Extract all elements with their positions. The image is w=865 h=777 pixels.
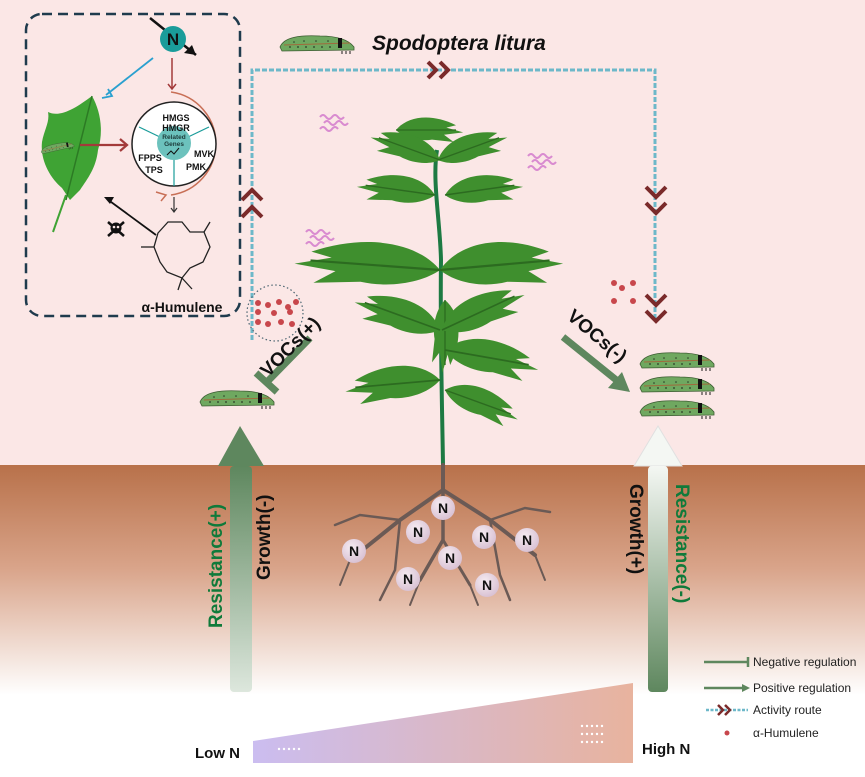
humulene-structure [141,221,211,291]
left-trend-arrow [218,426,264,692]
gene-fpps: FPPS [138,153,162,163]
nitrogen-nutrient: N [472,525,496,549]
high-dots [580,724,604,744]
legend-item-route: Activity route [706,703,822,717]
gene-tps: TPS [145,165,163,175]
voc-negative-regulation [253,335,313,395]
humulene-dot-icon [724,730,730,736]
nutrient-symbol: N [403,571,413,587]
skull-crossbones-icon [107,221,125,237]
nutrient-circle [406,520,430,544]
upregulation-trend-icon [166,147,180,156]
nutrient-symbol: N [482,577,492,593]
nutrient-circle [475,573,499,597]
legend-label: Negative regulation [753,655,856,669]
growth-minus-label: Growth(-) [254,495,275,580]
humulene-label: α-Humulene [142,299,223,315]
nutrient-circle [431,496,455,520]
nitrogen-symbol: N [167,30,179,49]
gene-hmgr: HMGR [162,123,190,133]
nutrient-symbol: N [445,550,455,566]
core-label-line2: Genes [164,141,184,148]
nutrient-symbol: N [438,500,448,516]
legend-item-positive: Positive regulation [704,681,851,695]
nitrogen-circle [160,26,186,52]
species-title: Spodoptera litura [372,32,546,55]
core-label-line1: Related [162,134,186,141]
arrowhead-icon [119,138,129,152]
arrowhead-icon [170,207,178,213]
nitrogen-nutrient: N [515,528,539,552]
gradient-wedge [253,683,633,763]
humulene-cluster-low [611,280,636,304]
gene-mvk: MVK [194,149,215,159]
high-n-label: High N [642,741,690,758]
nutrient-circle [472,525,496,549]
arrowhead-icon [167,83,177,91]
legend-label: Activity route [753,703,822,717]
sky-background [0,0,865,465]
route-chevron-right-icon [426,60,451,80]
gene-pmk: PMK [186,162,207,172]
nitrogen-to-leaf-arrow [105,57,154,96]
legend: Negative regulation Positive regulation … [704,655,856,740]
arrowhead-icon [184,45,196,55]
damaged-leaf-icon [40,95,101,233]
low-dots [277,747,301,751]
arrowhead-icon [104,197,114,204]
nutrient-symbol: N [413,524,423,540]
nitrogen-nutrient: N [431,496,455,520]
nitrogen-nutrient: N [406,520,430,544]
nutrient-circle [396,567,420,591]
legend-item-humulene: α-Humulene [724,726,819,740]
nitrogen-nutrient: N [342,539,366,563]
caterpillar-group [639,352,715,420]
arrowhead-icon [101,88,114,99]
gene-hmgs: HMGS [163,113,190,123]
resistance-plus-label: Resistance(+) [206,504,227,628]
arrowhead-icon [155,191,168,202]
nutrient-symbol: N [479,529,489,545]
inset-border [24,12,242,318]
legend-label: Positive regulation [753,681,851,695]
route-chevron-up-icon [240,187,264,219]
nitrogen-gradient [253,683,633,763]
resistance-minus-label: Resistance(-) [671,484,692,603]
mechanism-inset: N Related Genes HMGS [24,12,242,318]
nutrient-circle [342,539,366,563]
nutrient-circle [515,528,539,552]
low-n-label: Low N [195,745,240,762]
right-trend-arrow [633,425,683,692]
humulene-cluster-high [246,284,304,342]
nutrient-symbol: N [349,543,359,559]
nutrient-symbol: N [522,532,532,548]
legend-label: α-Humulene [753,726,819,740]
activity-route [240,60,668,340]
related-genes-core [157,126,191,160]
toxicity-arrow [106,198,157,236]
nutrient-circle [438,546,462,570]
nitrogen-nutrient: N [396,567,420,591]
growth-plus-label: Growth(+) [625,484,646,574]
voc-positive-regulation [560,334,630,392]
legend-item-negative: Negative regulation [704,655,856,669]
nitrogen-node: N [149,17,197,56]
nitrogen-nutrient: N [475,573,499,597]
gene-wheel: Related Genes HMGS HMGR MVK PMK FPPS TPS [131,91,217,202]
plant-illustration [291,116,566,466]
nitrogen-nutrient: N [438,546,462,570]
